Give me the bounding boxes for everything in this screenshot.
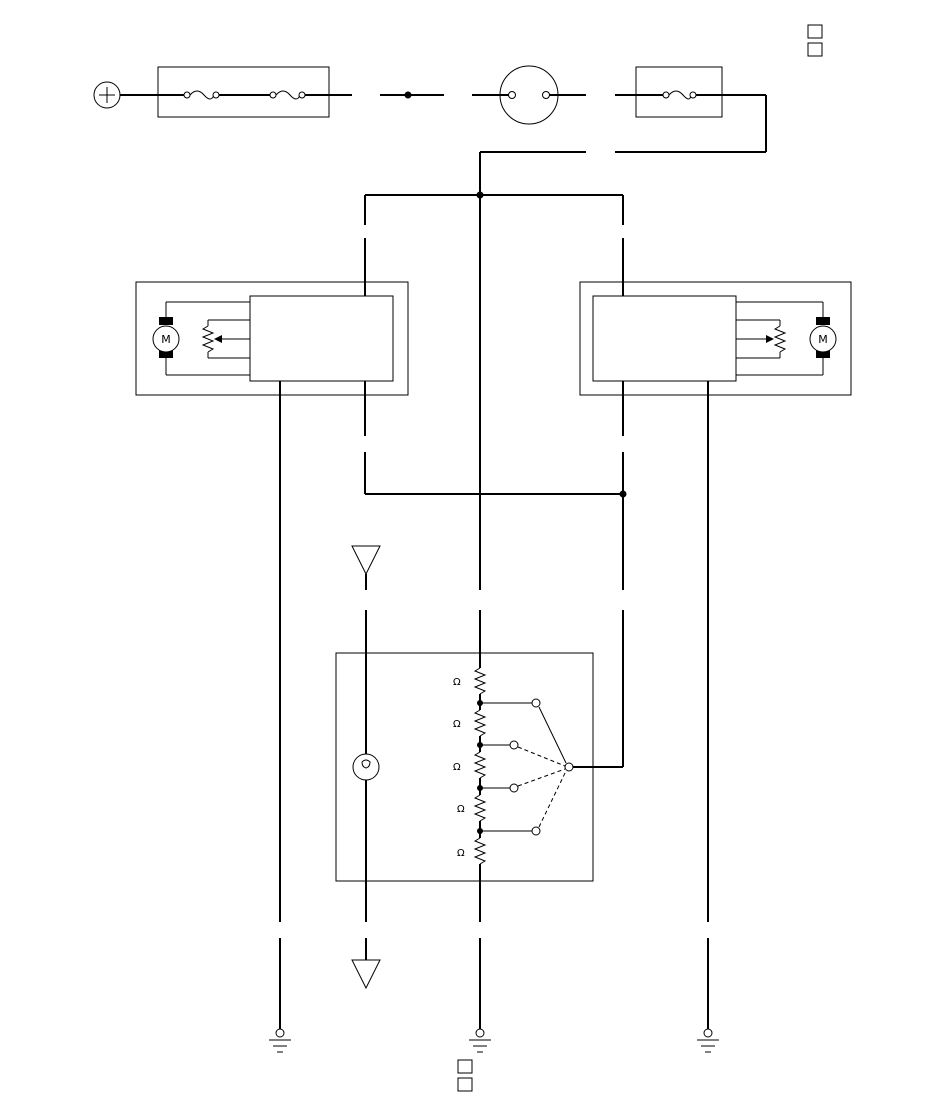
left-motor-label: M xyxy=(161,333,171,346)
fuse-box-secondary xyxy=(615,66,767,153)
resistor-label-5: Ω xyxy=(457,848,465,859)
resistor-label-4: Ω xyxy=(457,804,465,815)
ground-right-icon xyxy=(697,938,719,1053)
right-potentiometer-icon xyxy=(736,319,787,359)
ignition-switch-icon xyxy=(472,65,586,125)
right-motor-icon: M xyxy=(809,317,837,358)
battery-positive-icon xyxy=(93,81,121,109)
legend-squares-top xyxy=(807,24,823,57)
bulb-icon xyxy=(352,753,380,781)
control-panel: Ω Ω Ω Ω Ω xyxy=(335,610,624,922)
power-feed-wiring xyxy=(364,151,624,590)
resistor-label-3: Ω xyxy=(453,762,461,773)
right-actuator: M xyxy=(579,281,852,922)
mode-selector-switch xyxy=(480,610,624,836)
ground-left-icon xyxy=(269,938,291,1053)
ground-center-icon xyxy=(469,938,491,1053)
left-actuator: M xyxy=(135,281,409,922)
resistor-label-2: Ω xyxy=(453,719,461,730)
resistor-ladder: Ω Ω Ω Ω Ω xyxy=(453,667,487,922)
illumination-connector-bottom-icon xyxy=(351,938,381,990)
right-motor-label: M xyxy=(818,333,828,346)
cross-link-wiring xyxy=(364,452,627,590)
resistor-label-1: Ω xyxy=(453,677,461,688)
fuse-box-main xyxy=(120,66,352,118)
left-potentiometer-icon xyxy=(201,319,250,359)
illumination-connector-top-icon xyxy=(351,545,381,590)
legend-squares-bottom xyxy=(457,1059,473,1092)
splice-connector xyxy=(380,91,444,99)
left-motor-icon: M xyxy=(152,317,180,358)
